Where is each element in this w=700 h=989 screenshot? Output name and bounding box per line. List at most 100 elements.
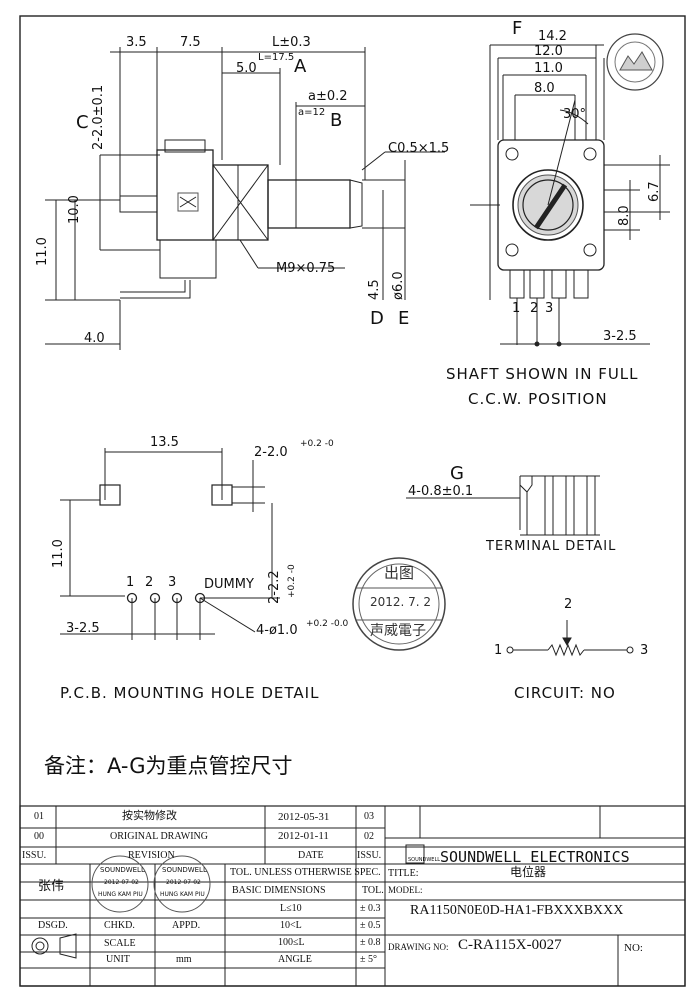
stamp-top: 出图 <box>384 564 415 582</box>
logo-text: SOUNDWELL <box>408 857 441 863</box>
dim-2-2-2: 2-2.2 <box>267 570 282 604</box>
label-d: D <box>370 308 384 329</box>
dsgd-label: DSGD. <box>38 920 68 931</box>
dim-a: a±0.2 <box>308 89 348 104</box>
tol-header: TOL. UNLESS OTHERWISE SPEC. <box>230 867 381 878</box>
dim-4-0: 4.0 <box>84 331 105 346</box>
chkd-label: CHKD. <box>104 920 135 931</box>
stamp-date: 2012. 7. 2 <box>370 595 432 609</box>
dim-2-2-0: 2-2.0 <box>254 445 288 460</box>
rev-row-1-date: 2012-05-31 <box>278 811 330 823</box>
dummy-label: DUMMY <box>204 577 254 592</box>
tol-4-1-0: +0.2 -0.0 <box>306 619 349 629</box>
dim-7-5: 7.5 <box>180 35 201 50</box>
shaft-caption-2: C.C.W. POSITION <box>468 390 608 408</box>
tol-row-4-val: ± 5° <box>360 954 377 965</box>
dim-c-holes: 2-2.0±0.1 <box>91 84 106 150</box>
shaft-caption-1: SHAFT SHOWN IN FULL <box>446 365 639 383</box>
dim-4-1-0: 4-ø1.0 <box>256 623 298 638</box>
release-stamp <box>352 557 446 651</box>
front-pin-1: 1 <box>512 301 521 316</box>
model-label: MODEL: <box>388 885 423 895</box>
dim-3-2-5-pcb: 3-2.5 <box>66 621 100 636</box>
front-view-drawing <box>470 44 670 347</box>
hdr-revision: REVISION <box>128 850 175 861</box>
stamp-1-name: SOUNDWELL <box>100 866 145 874</box>
pcb-pin-2: 2 <box>145 575 154 590</box>
stamp-1-person: HUNG KAM PIU <box>98 891 143 898</box>
front-pin-3: 3 <box>545 301 554 316</box>
dim-11-pcb: 11.0 <box>51 539 66 568</box>
pcb-caption: P.C.B. MOUNTING HOLE DETAIL <box>60 684 320 702</box>
dim-5-0: 5.0 <box>236 61 257 76</box>
tol-row-3-range: 100≤L <box>278 937 305 948</box>
dim-3-2-5-front: 3-2.5 <box>603 329 637 344</box>
unit-label: UNIT <box>106 954 130 965</box>
pcb-pin-3: 3 <box>168 575 177 590</box>
circuit-pin-1: 1 <box>494 643 503 658</box>
rev-row-2-desc: ORIGINAL DRAWING <box>110 831 208 842</box>
dim-6-7: 6.7 <box>647 181 662 202</box>
dim-6-0: ø6.0 <box>391 271 406 300</box>
tol-row-2-range: 10<L <box>280 920 302 931</box>
tol-row-3-val: ± 0.8 <box>360 937 381 948</box>
stamp-bottom: 声威電子 <box>370 623 426 639</box>
note-text: 备注：A-G为重点管控尺寸 <box>44 754 293 778</box>
circuit-caption: CIRCUIT: NO <box>514 684 616 702</box>
dim-11-0: 11.0 <box>534 61 563 76</box>
dim-8-0: 8.0 <box>534 81 555 96</box>
title-label: TITLE: <box>388 868 419 879</box>
unit-value: mm <box>176 954 192 965</box>
pcb-pin-1: 1 <box>126 575 135 590</box>
scale-label: SCALE <box>104 938 136 949</box>
company-seal <box>606 33 664 91</box>
rev-row-2-num: 00 <box>34 831 44 842</box>
designer-name: 张伟 <box>38 879 65 894</box>
tol-row-1-val: ± 0.3 <box>360 903 381 914</box>
label-f: F <box>512 18 523 39</box>
label-g: G <box>450 463 464 484</box>
dim-30-deg: 30° <box>563 107 587 122</box>
dim-l: L±0.3 <box>272 35 311 50</box>
dim-13-5: 13.5 <box>150 435 179 450</box>
dim-l-note: L=17.5 <box>258 52 295 63</box>
stamp-2-name: SOUNDWELL <box>162 866 207 874</box>
title-value: 电位器 <box>510 865 547 879</box>
rev-row-1-right: 03 <box>364 811 374 822</box>
hdr-date: DATE <box>298 850 324 861</box>
label-b: B <box>330 110 343 131</box>
dim-10: 10.0 <box>67 195 82 224</box>
dim-11: 11.0 <box>35 237 50 266</box>
no-label: NO: <box>624 942 643 954</box>
circuit-symbol <box>506 620 634 657</box>
front-pin-2: 2 <box>530 301 539 316</box>
dim-8-0-vert: 8.0 <box>617 205 632 226</box>
stamp-2-person: HUNG KAM PIU <box>160 891 205 898</box>
title-block-grid <box>19 805 686 987</box>
dim-a-note: a=12 <box>298 107 326 118</box>
terminal-caption: TERMINAL DETAIL <box>486 539 617 554</box>
dim-3-5: 3.5 <box>126 35 147 50</box>
approval-stamps <box>91 855 211 913</box>
dim-14-2: 14.2 <box>538 29 567 44</box>
label-a: A <box>294 56 307 77</box>
company-name: SOUNDWELL ELECTRONICS <box>440 848 630 866</box>
dim-4-5: 4.5 <box>367 279 382 300</box>
dim-12-0: 12.0 <box>534 44 563 59</box>
label-e: E <box>398 308 410 329</box>
tol-2-2-0: +0.2 -0 <box>300 439 334 449</box>
rev-row-2-right: 02 <box>364 831 374 842</box>
tol-row-4-range: ANGLE <box>278 954 312 965</box>
dim-terminal: 4-0.8±0.1 <box>408 484 474 499</box>
side-view-drawing <box>45 47 445 350</box>
pcb-detail-drawing <box>60 448 280 640</box>
model-value: RA1150N0E0D-HA1-FBXXXBXXX <box>410 903 624 918</box>
hdr-issu: ISSU. <box>22 850 47 861</box>
terminal-detail-drawing <box>406 475 600 536</box>
rev-row-2-date: 2012-01-11 <box>278 830 329 842</box>
label-c: C <box>76 112 89 133</box>
drawing-label: DRAWING NO: <box>388 942 449 952</box>
circuit-pin-2: 2 <box>564 597 573 612</box>
